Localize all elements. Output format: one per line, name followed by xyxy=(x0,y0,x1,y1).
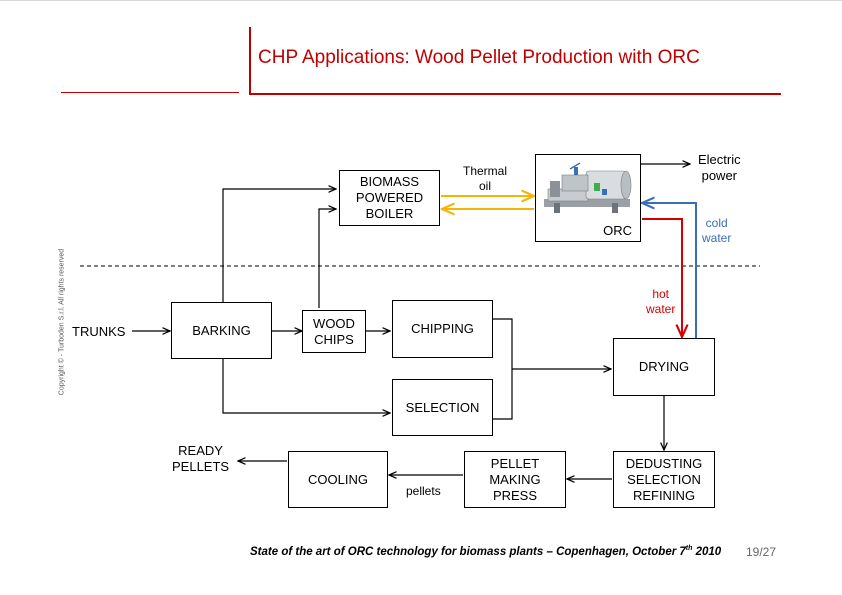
label-hot-water: hot water xyxy=(646,287,676,316)
footer-main: State of the art of ORC technology for b… xyxy=(250,545,686,558)
edge-woodchips-boiler xyxy=(318,209,336,308)
footer-text: State of the art of ORC technology for b… xyxy=(250,545,721,558)
orc-machine-icon xyxy=(544,162,632,213)
edge-barking-boiler xyxy=(222,189,336,302)
title-rule-vertical xyxy=(249,27,251,95)
node-ready-pellets: READY PELLETS xyxy=(172,443,230,474)
orc-label: ORC xyxy=(603,223,632,238)
title-rule-left xyxy=(61,92,239,93)
node-cooling: COOLING xyxy=(288,451,388,508)
cold-water-line xyxy=(642,203,697,338)
label-cold-water: cold water xyxy=(702,216,732,245)
node-drying: DRYING xyxy=(613,338,715,396)
node-barking: BARKING xyxy=(171,302,272,359)
node-dedusting: DEDUSTING SELECTION REFINING xyxy=(613,451,715,508)
node-trunks: TRUNKS xyxy=(72,324,126,339)
footer-superscript: th xyxy=(685,545,693,552)
top-border xyxy=(0,0,842,1)
node-selection: SELECTION xyxy=(392,379,493,436)
page-number: 19/27 xyxy=(746,545,777,559)
node-pellet-press: PELLET MAKING PRESS xyxy=(464,451,566,508)
node-biomass-boiler: BIOMASS POWERED BOILER xyxy=(339,170,440,226)
edge-barking-selection xyxy=(222,359,390,413)
label-thermal-oil: Thermal oil xyxy=(463,164,508,193)
label-pellets: pellets xyxy=(406,484,441,498)
footer-year: 2010 xyxy=(692,545,722,558)
label-electric-power: Electric power xyxy=(698,152,741,183)
edge-chipping-merge xyxy=(493,318,513,420)
node-wood-chips: WOOD CHIPS xyxy=(302,310,366,353)
node-orc: ORC xyxy=(535,154,641,242)
copyright-notice: Copyright © - Turboden S.r.l. All rights… xyxy=(58,248,66,396)
node-chipping: CHIPPING xyxy=(392,300,493,358)
hot-water-line xyxy=(642,218,682,337)
title-rule-right xyxy=(249,93,781,95)
slide-title: CHP Applications: Wood Pellet Production… xyxy=(258,47,700,68)
